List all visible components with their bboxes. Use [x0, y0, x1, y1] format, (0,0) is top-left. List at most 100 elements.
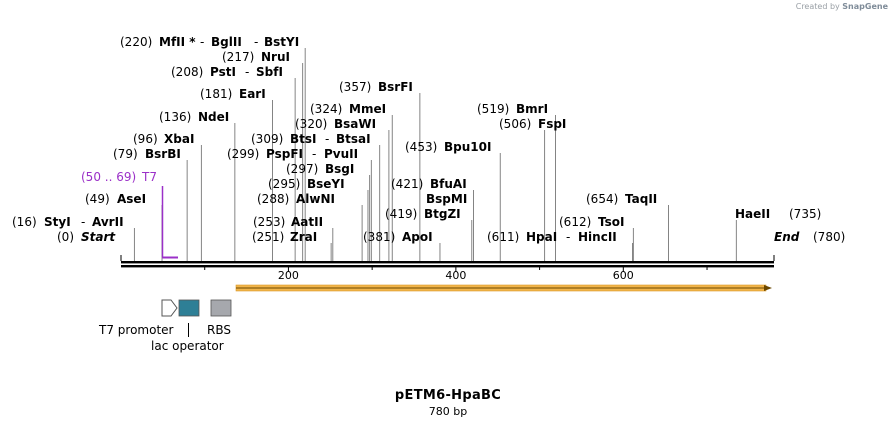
site-519-pos: (519): [477, 102, 509, 116]
site-220-pos: (220): [120, 35, 152, 49]
site-181-enzyme: EarI: [239, 87, 266, 101]
site-309-enzyme-1: BtsI: [290, 132, 317, 146]
site-96-pos: (96): [133, 132, 158, 146]
site-220-sep-2: -: [254, 35, 258, 49]
site-136-pos: (136): [159, 110, 191, 124]
site-611-enzyme-1: HpaI: [526, 230, 557, 244]
features: T7 promoter lac operator RBS: [98, 299, 232, 353]
site-136-enzyme: NdeI: [198, 110, 229, 124]
plasmid-name: pETM6-HpaBC: [394, 388, 502, 403]
site-506-pos: (506): [499, 117, 531, 131]
site-611-pos: (611): [487, 230, 519, 244]
site-654-enzyme: TaqII: [625, 192, 657, 206]
site-324-enzyme: MmeI: [349, 102, 386, 116]
site-654-pos: (654): [586, 192, 618, 206]
dna-strand-top: [121, 261, 774, 264]
end-label: End: [774, 230, 800, 244]
dna-strand-bottom: [121, 265, 774, 268]
site-519-enzyme: BmrI: [516, 102, 548, 116]
site-735-enzyme: HaeII: [735, 207, 770, 221]
end-position: (780): [813, 230, 845, 244]
site-612-pos: (612): [559, 215, 591, 229]
site-208-sep: -: [245, 65, 249, 79]
start-position: (0): [57, 230, 74, 244]
site-295-pos: (295): [268, 177, 300, 191]
start-label: Start: [81, 230, 116, 244]
site-735-pos: (735): [789, 207, 821, 221]
site-453-pos: (453): [405, 140, 437, 154]
site-288-pos: (288): [257, 192, 289, 206]
site-309-enzyme-2: BtsaI: [336, 132, 371, 146]
site-288-enzyme: AlwNI: [296, 192, 335, 206]
site-251-pos: (251): [252, 230, 284, 244]
site-49-enzyme: AseI: [117, 192, 146, 206]
site-208-enzyme-2: SbfI: [256, 65, 283, 79]
site-217-pos: (217): [222, 50, 254, 64]
site-299-pos: (299): [227, 147, 259, 161]
site-220-sep-1: -: [200, 35, 204, 49]
site-299-enzyme-1: PspFI: [266, 147, 303, 161]
site-421-pos: (421): [391, 177, 423, 191]
site-16-sep: -: [81, 215, 85, 229]
site-208-enzyme-1: PstI: [210, 65, 236, 79]
ruler-label-200: 200: [278, 269, 299, 282]
site-611-sep: -: [566, 230, 570, 244]
site-299-enzyme-2: PvuII: [324, 147, 358, 161]
site-611-enzyme-2: HincII: [578, 230, 617, 244]
site-49-pos: (49): [85, 192, 110, 206]
ruler-label-600: 600: [613, 269, 634, 282]
snapgene-credit: Created by SnapGene: [796, 2, 888, 11]
site-612-enzyme: TsoI: [598, 215, 624, 229]
site-419-enzyme: BtgZI: [424, 207, 461, 221]
credit-prefix: Created by: [795, 2, 840, 11]
site-297-pos: (297): [286, 162, 318, 176]
site-357-pos: (357): [339, 80, 371, 94]
site-181-pos: (181): [200, 87, 232, 101]
site-421-enzyme-2: BspMI: [426, 192, 467, 206]
site-217-enzyme: NruI: [261, 50, 290, 64]
site-309-pos: (309): [251, 132, 283, 146]
site-357-enzyme: BsrFI: [378, 80, 413, 94]
site-419-pos: (419): [385, 207, 417, 221]
site-lines: [133, 48, 737, 261]
site-16-enzyme-2: AvrII: [92, 215, 124, 229]
snapgene-logo: SnapGene: [842, 2, 888, 11]
site-220-enzyme-3: BstYI: [264, 35, 299, 49]
site-297-enzyme: BsgI: [325, 162, 354, 176]
rbs-box: [210, 299, 232, 317]
restriction-site-labels: (16) StyI - AvrII (49) AseI (79) BsrBI (…: [12, 35, 821, 244]
t7-primer-name: T7: [141, 170, 157, 184]
site-299-sep: -: [312, 147, 316, 161]
site-320-pos: (320): [295, 117, 327, 131]
lac-operator-label: lac operator: [151, 339, 224, 353]
rbs-label: RBS: [207, 323, 231, 337]
site-16-enzyme-1: StyI: [44, 215, 71, 229]
site-79-pos: (79): [113, 147, 138, 161]
site-506-enzyme: FspI: [538, 117, 566, 131]
ruler-label-400: 400: [445, 269, 466, 282]
t7-promoter-label: T7 promoter: [98, 323, 174, 337]
plasmid-length: 780 bp: [428, 405, 468, 418]
site-324-pos: (324): [310, 102, 342, 116]
site-253-pos: (253): [253, 215, 285, 229]
orf-arrowhead: [764, 285, 772, 291]
site-421-enzyme-1: BfuAI: [430, 177, 467, 191]
site-16-pos: (16): [12, 215, 37, 229]
site-295-enzyme: BseYI: [307, 177, 345, 191]
site-453-enzyme: Bpu10I: [444, 140, 491, 154]
t7-primer-range: (50 .. 69): [81, 170, 136, 184]
t7-promoter-arrow: [161, 299, 178, 317]
site-79-enzyme: BsrBI: [145, 147, 181, 161]
lac-operator-box: [178, 299, 200, 317]
ruler: 200 400 600: [204, 267, 708, 282]
site-381-enzyme: ApoI: [402, 230, 433, 244]
site-220-enzyme-2: BglII: [211, 35, 242, 49]
site-253-enzyme: AatII: [291, 215, 323, 229]
orf-arrow: [235, 284, 772, 292]
site-320-enzyme: BsaWI: [334, 117, 376, 131]
site-251-enzyme: ZraI: [290, 230, 317, 244]
site-220-enzyme-1: MfII *: [159, 35, 196, 49]
site-381-pos: (381): [363, 230, 395, 244]
site-208-pos: (208): [171, 65, 203, 79]
